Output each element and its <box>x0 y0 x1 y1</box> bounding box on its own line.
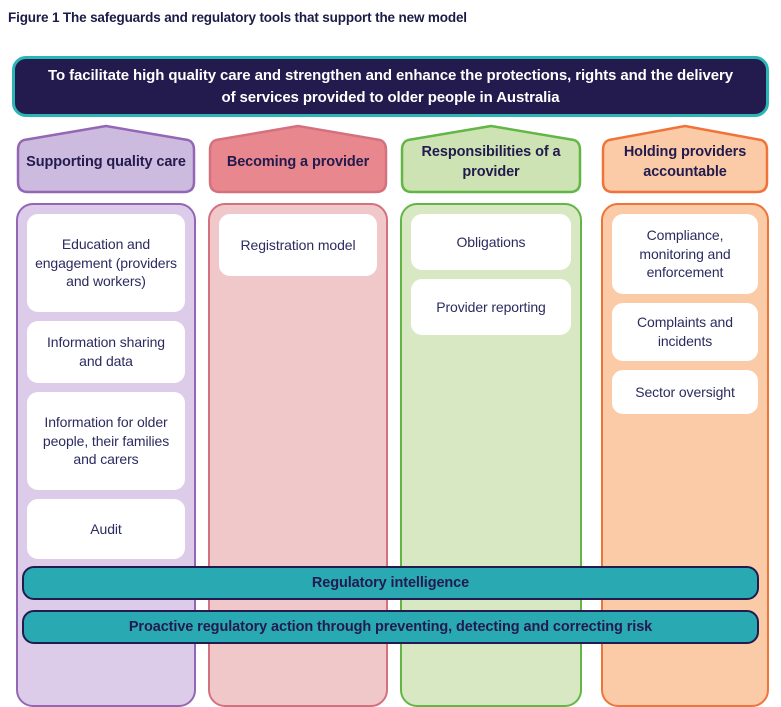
item-label: Provider reporting <box>436 298 546 315</box>
item-box[interactable]: Information sharing and data <box>27 321 185 383</box>
column-becoming-a-provider: Becoming a provider Registration model <box>208 124 388 707</box>
column-header-responsibilities-of-a-provider: Responsibilities of a provider <box>400 124 582 195</box>
item-label: Information sharing and data <box>47 334 165 369</box>
column-header-label: Supporting quality care <box>26 153 186 170</box>
item-label: Registration model <box>240 236 356 253</box>
item-box[interactable]: Sector oversight <box>612 370 758 414</box>
column-header-label: Becoming a provider <box>226 153 370 170</box>
column-supporting-quality-care: Supporting quality care Education and en… <box>16 124 196 707</box>
bar-label: Regulatory intelligence <box>311 575 470 591</box>
item-label: Education and engagement (providers and … <box>35 235 177 290</box>
column-header-label: Holding providers accountable <box>623 143 747 180</box>
item-label: Sector oversight <box>635 383 735 400</box>
item-label: Complaints and incidents <box>637 314 733 349</box>
item-label: Compliance, monitoring and enforcement <box>639 226 731 281</box>
item-label: Audit <box>90 520 122 537</box>
item-box[interactable]: Complaints and incidents <box>612 303 758 361</box>
diagram-canvas: To facilitate high quality care and stre… <box>0 42 781 707</box>
item-box[interactable]: Audit <box>27 499 185 559</box>
vision-statement-banner: To facilitate high quality care and stre… <box>12 56 769 117</box>
item-box[interactable]: Provider reporting <box>411 279 571 335</box>
item-label: Information for older people, their fami… <box>42 413 170 468</box>
vision-statement-text: To facilitate high quality care and stre… <box>48 66 733 106</box>
bar-label: Proactive regulatory action through prev… <box>128 619 653 635</box>
item-box[interactable]: Education and engagement (providers and … <box>27 214 185 312</box>
item-box[interactable]: Compliance, monitoring and enforcement <box>612 214 758 294</box>
column-header-supporting-quality-care: Supporting quality care <box>16 124 196 195</box>
figure-caption: Figure 1 The safeguards and regulatory t… <box>8 10 467 25</box>
column-responsibilities-of-a-provider: Responsibilities of a provider Obligatio… <box>400 124 582 707</box>
column-header-becoming-a-provider: Becoming a provider <box>208 124 388 195</box>
column-header-holding-providers-accountable: Holding providers accountable <box>601 124 769 195</box>
bar-proactive-regulatory-action[interactable]: Proactive regulatory action through prev… <box>22 610 759 644</box>
bar-regulatory-intelligence[interactable]: Regulatory intelligence <box>22 566 759 600</box>
item-box[interactable]: Obligations <box>411 214 571 270</box>
column-holding-providers-accountable: Holding providers accountable Compliance… <box>601 124 769 707</box>
item-box[interactable]: Information for older people, their fami… <box>27 392 185 490</box>
column-header-label: Responsibilities of a provider <box>421 143 561 180</box>
item-box[interactable]: Registration model <box>219 214 377 276</box>
item-label: Obligations <box>456 233 526 250</box>
